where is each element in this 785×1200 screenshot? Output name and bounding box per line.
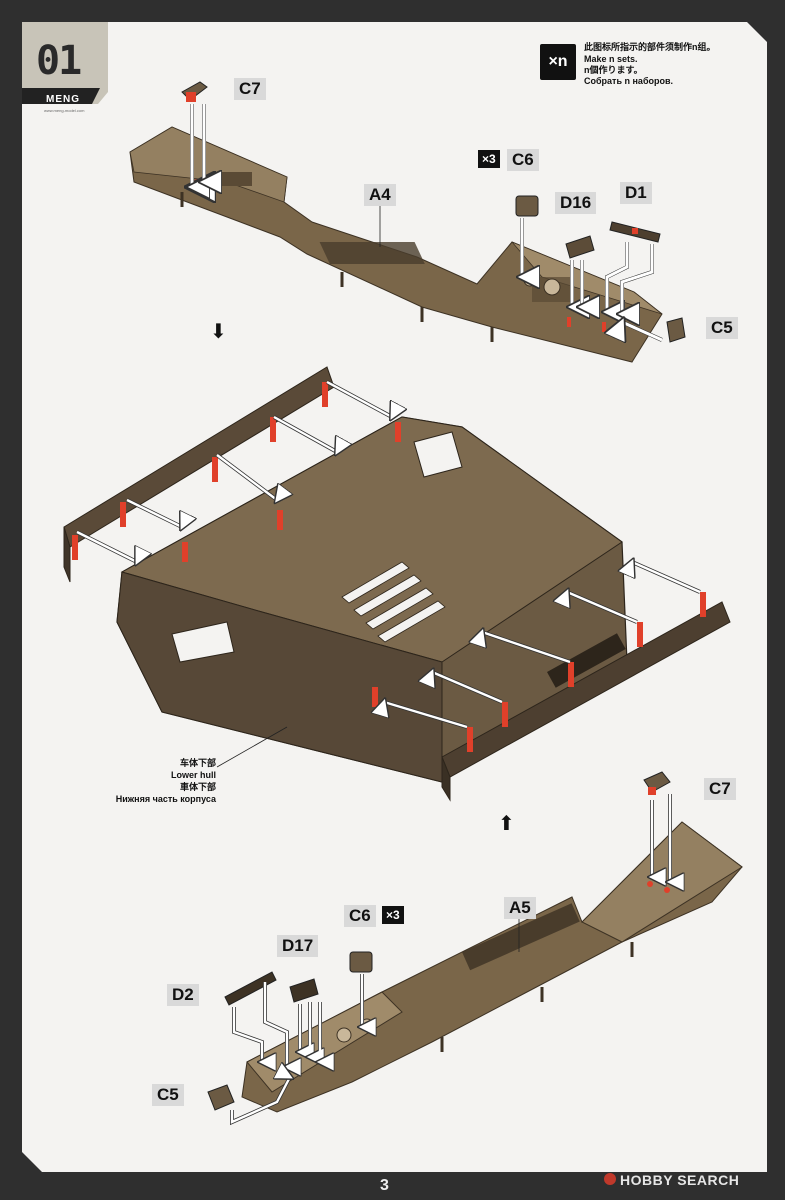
hull-arrows — [76, 380, 701, 729]
part-d2 — [224, 971, 277, 1006]
part-d16 — [565, 235, 595, 259]
corner-notch — [747, 22, 767, 42]
top-arrows — [192, 104, 663, 340]
callout-c5-top: C5 — [706, 317, 738, 339]
step-number: 01 — [36, 38, 82, 84]
step-badge-strip — [22, 88, 100, 104]
assembly-arrow-down: ⬇ — [210, 321, 227, 343]
legend-line-ru: Собрать n наборов. — [584, 76, 674, 86]
callout-d16: D16 — [555, 192, 597, 214]
part-c6-bottom — [349, 951, 373, 973]
legend-line-ja: n個作ります。 — [584, 65, 643, 75]
brand-logo: MENG — [46, 94, 80, 105]
hull-label-ru: Нижняя часть корпуса — [115, 794, 216, 804]
step-badge-plate — [22, 22, 108, 104]
part-c6-top — [515, 195, 539, 217]
hull-label-ja: 車体下部 — [179, 782, 216, 792]
callout-d2: D2 — [167, 984, 199, 1006]
callout-a5: A5 — [504, 897, 536, 919]
bottom-arrows — [230, 794, 670, 1126]
part-c5-bottom — [207, 1084, 235, 1111]
corner-notch-bottom — [22, 1152, 42, 1172]
watermark-logo-icon — [604, 1173, 616, 1185]
part-c7-top — [181, 81, 208, 102]
part-d1 — [609, 221, 661, 243]
callout-c6-bottom: C6 — [344, 905, 376, 927]
hull-label-zh: 车体下部 — [179, 758, 216, 768]
callout-d17: D17 — [277, 935, 319, 957]
assembly-diagram — [63, 81, 743, 1126]
part-a5 — [241, 821, 743, 1113]
callout-d1: D1 — [620, 182, 652, 204]
step-badge — [22, 22, 108, 104]
part-a4 — [129, 126, 663, 363]
part-c7-bottom — [643, 771, 671, 795]
legend-line-zh: 此图标所指示的部件须制作n组。 — [584, 42, 716, 52]
callout-c6-top: C6 — [507, 149, 539, 171]
callout-c5-bottom: C5 — [152, 1084, 184, 1106]
callout-c7-top: C7 — [234, 78, 266, 100]
part-d17 — [289, 978, 319, 1003]
hull-label-en: Lower hull — [171, 770, 216, 780]
multiplier-c6-top: ×3 — [478, 150, 500, 168]
callout-a4: A4 — [364, 184, 396, 206]
legend-line-en: Make n sets. — [584, 54, 638, 64]
page-number: 3 — [380, 1177, 389, 1194]
part-c5-top — [666, 317, 686, 343]
lower-hull — [63, 366, 731, 802]
instruction-sheet: 01 MENG www.meng-model.com ×n 此图标所指示的部件须… — [22, 22, 767, 1172]
multiplier-icon: ×n — [540, 44, 576, 80]
callout-c7-bottom: C7 — [704, 778, 736, 800]
callout-leaders — [379, 205, 520, 952]
brand-url: www.meng-model.com — [44, 108, 85, 113]
watermark: HOBBY SEARCH — [620, 1172, 740, 1188]
multiplier-c6-bottom: ×3 — [382, 906, 404, 924]
hull-label-leader — [216, 726, 288, 768]
assembly-arrow-up: ⬆ — [498, 813, 515, 835]
